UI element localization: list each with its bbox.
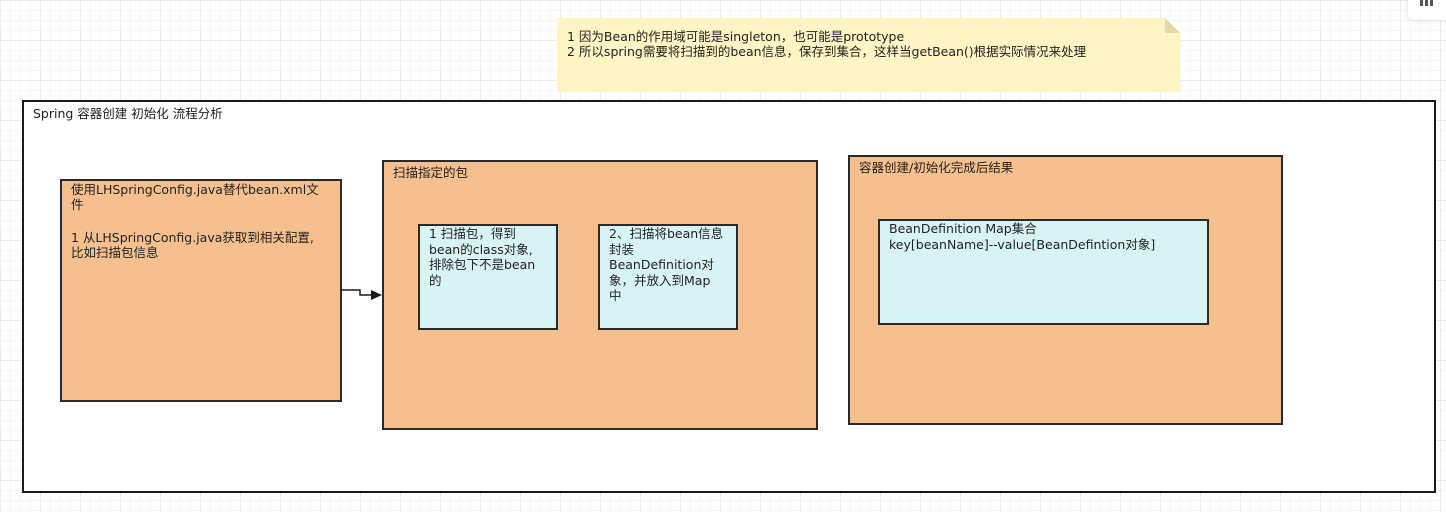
- scan-step-1-box[interactable]: [418, 224, 558, 330]
- config-line: 件: [71, 197, 84, 212]
- step-line: bean的class对象,: [429, 241, 533, 257]
- config-line: 1 从LHSpringConfig.java获取到相关配置,: [71, 230, 314, 245]
- step-line: 中: [609, 288, 622, 303]
- config-box-text: 使用LHSpringConfig.java替代bean.xml文 件 1 从LH…: [71, 182, 336, 260]
- scan-step-2-text: 2、扫描将bean信息 封装 BeanDefinition对 象，并放入到Map…: [609, 226, 734, 304]
- config-line: 比如扫描包信息: [71, 245, 159, 260]
- config-line: 使用LHSpringConfig.java替代bean.xml文: [71, 182, 319, 197]
- sticky-note-text: 1 因为Bean的作用域可能是singleton，也可能是prototype 2…: [567, 29, 1167, 59]
- step-line: 象，并放入到Map: [609, 272, 711, 288]
- scan-step-1-text: 1 扫描包，得到 bean的class对象, 排除包下不是bean 的: [429, 226, 554, 288]
- step-line: 排除包下不是bean: [429, 257, 536, 272]
- note-line: 1 因为Bean的作用域可能是singleton，也可能是prototype: [567, 29, 905, 44]
- sticky-note[interactable]: [557, 18, 1180, 92]
- bean-definition-map-box[interactable]: [878, 219, 1209, 325]
- sticky-note-fold: [1165, 18, 1180, 33]
- step-line: 的: [429, 272, 442, 288]
- scan-package-title: 扫描指定的包: [393, 165, 469, 180]
- step-line: 2、扫描将bean信息: [609, 226, 724, 241]
- toolbar-corner-button[interactable]: [1408, 0, 1446, 20]
- config-line: [71, 212, 336, 230]
- result-box-title: 容器创建/初始化完成后结果: [859, 160, 1014, 175]
- grid-menu-icon: [1420, 0, 1433, 6]
- bean-definition-map-text: BeanDefinition Map集合 key[beanName]--valu…: [889, 221, 1204, 253]
- note-line: 2 所以spring需要将扫描到的bean信息，保存到集合，这样当getBean…: [567, 44, 1087, 59]
- arrow-right-icon: [341, 289, 382, 300]
- map-line: key[beanName]--value[BeanDefintion对象]: [889, 237, 1156, 252]
- container-title: Spring 容器创建 初始化 流程分析: [33, 106, 223, 121]
- step-line: 封装: [609, 241, 635, 257]
- step-line: BeanDefinition对: [609, 257, 714, 272]
- map-line: BeanDefinition Map集合: [889, 221, 1037, 236]
- step-line: 1 扫描包，得到: [429, 226, 516, 241]
- scan-step-2-box[interactable]: [598, 224, 738, 330]
